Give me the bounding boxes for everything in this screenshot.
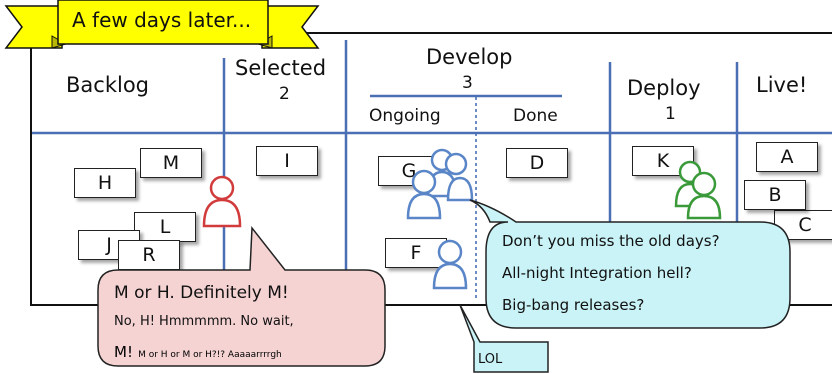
card-live-b[interactable]: B [744,180,806,210]
column-limit-selected: 2 [279,84,290,104]
pink-bubble-line-3: M! M or H or M or H?!? Aaaaarrrrgh [114,342,282,361]
column-limit-develop: 3 [462,73,473,93]
teal-speech-bubble [469,199,791,329]
column-limit-deploy: 1 [665,104,676,124]
pink-speech-bubble [97,225,386,367]
card-backlog-h[interactable]: H [74,168,136,198]
card-backlog-m[interactable]: M [140,148,202,178]
banner-body [57,0,269,45]
pink-bubble-line-3-big: M! [114,343,133,361]
banner-left-tail [4,5,63,49]
person-blue-icon [432,239,468,290]
person-red-icon [202,175,242,228]
pink-bubble-line-1: M or H. Definitely M! [114,283,289,303]
column-title-live: Live! [756,73,808,97]
teal-bubble-line-2: All-night Integration hell? [502,264,692,282]
card-selected-i[interactable]: I [256,146,318,176]
lol-speech-bubble [459,304,549,373]
teal-bubble-line-3: Big-bang releases? [502,296,645,314]
card-backlog-l[interactable]: L [134,212,196,242]
card-ongoing-g[interactable]: G [378,156,440,186]
column-title-deploy: Deploy [627,76,701,100]
lol-bubble-text: LOL [478,352,503,367]
pink-bubble-line-2: No, H! Hmmmmm. No wait, [114,314,294,329]
column-title-selected: Selected [235,56,327,80]
card-ongoing-f[interactable]: F [385,238,447,268]
card-live-a[interactable]: A [756,142,818,172]
column-title-develop: Develop [426,45,513,69]
pink-bubble-line-3-small: M or H or M or H?!? Aaaaarrrrgh [138,350,282,360]
team-green-icon [674,160,722,220]
card-done-d[interactable]: D [506,148,568,178]
column-title-backlog: Backlog [66,73,149,97]
subcolumn-title-ongoing: Ongoing [369,106,441,126]
teal-bubble-line-1: Don’t you miss the old days? [502,232,720,250]
banner-title: A few days later... [72,8,252,32]
subcolumn-title-done: Done [513,106,558,126]
team-blue-icon [406,148,474,220]
